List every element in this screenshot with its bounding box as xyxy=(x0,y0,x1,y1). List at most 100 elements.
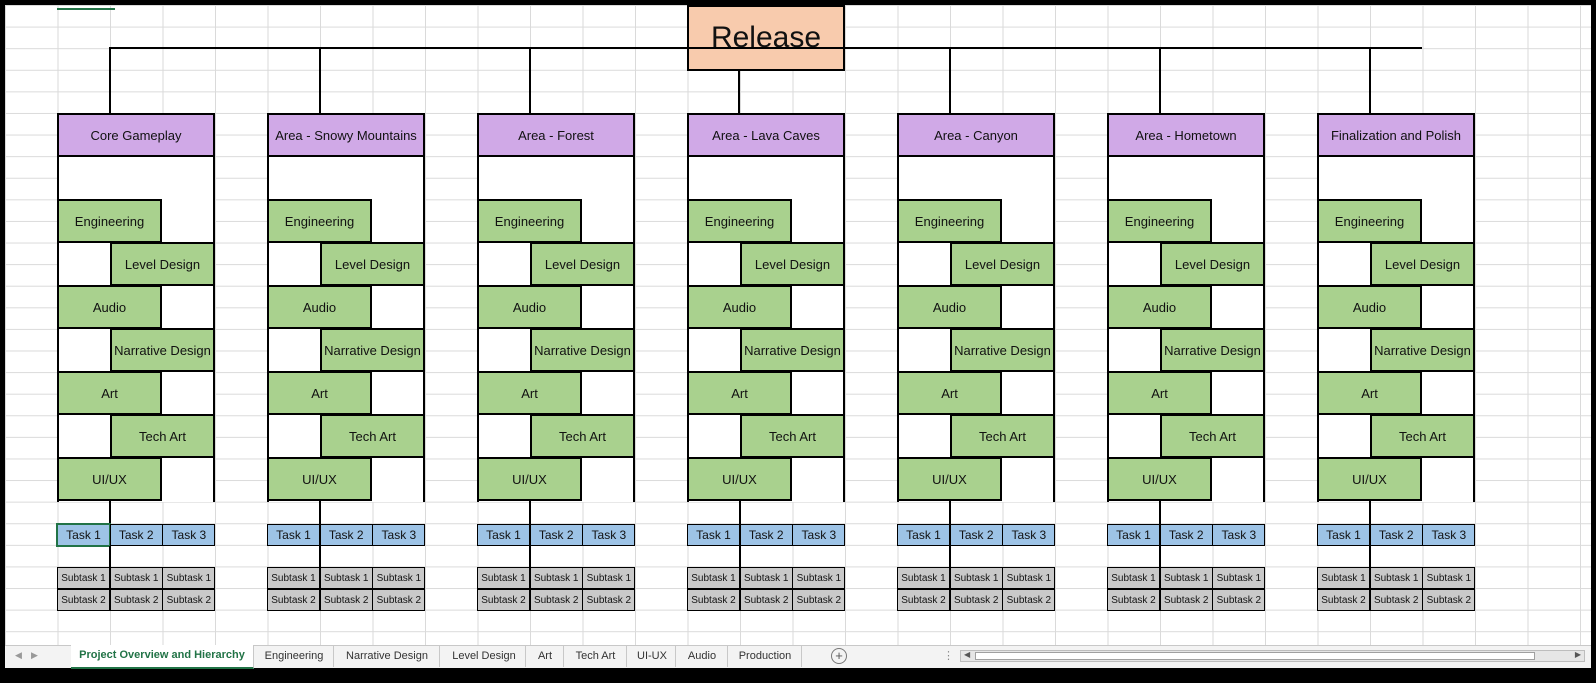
discipline-audio[interactable]: Audio xyxy=(687,285,792,329)
subtask-box[interactable]: Subtask 1 xyxy=(582,567,636,589)
task-box[interactable]: Task 3 xyxy=(792,524,846,546)
sheet-tab-level-design[interactable]: Level Design xyxy=(443,646,526,667)
subtask-box[interactable]: Subtask 1 xyxy=(1317,567,1370,589)
sheet-tab-tech-art[interactable]: Tech Art xyxy=(565,646,627,667)
subtask-box[interactable]: Subtask 1 xyxy=(1422,567,1476,589)
discipline-engineering[interactable]: Engineering xyxy=(477,199,582,243)
sheet-tab-audio[interactable]: Audio xyxy=(677,646,728,667)
discipline-ui-ux[interactable]: UI/UX xyxy=(267,457,372,501)
discipline-engineering[interactable]: Engineering xyxy=(1317,199,1422,243)
discipline-tech-art[interactable]: Tech Art xyxy=(740,414,845,458)
discipline-tech-art[interactable]: Tech Art xyxy=(950,414,1055,458)
discipline-art[interactable]: Art xyxy=(687,371,792,415)
discipline-art[interactable]: Art xyxy=(477,371,582,415)
task-box[interactable]: Task 3 xyxy=(1002,524,1056,546)
subtask-box[interactable]: Subtask 1 xyxy=(529,567,583,589)
discipline-audio[interactable]: Audio xyxy=(477,285,582,329)
discipline-narrative-design[interactable]: Narrative Design xyxy=(1370,328,1475,372)
plus-circle-icon[interactable]: + xyxy=(831,648,847,664)
discipline-ui-ux[interactable]: UI/UX xyxy=(477,457,582,501)
chevron-right-icon[interactable]: ▶ xyxy=(31,650,38,660)
subtask-box[interactable]: Subtask 2 xyxy=(1002,589,1056,611)
subtask-box[interactable]: Subtask 1 xyxy=(477,567,530,589)
subtask-box[interactable]: Subtask 2 xyxy=(1422,589,1476,611)
task-box[interactable]: Task 1 xyxy=(1107,524,1160,546)
discipline-engineering[interactable]: Engineering xyxy=(687,199,792,243)
scroll-left-icon[interactable]: ◀ xyxy=(964,650,971,659)
subtask-box[interactable]: Subtask 2 xyxy=(109,589,163,611)
task-box[interactable]: Task 1 xyxy=(897,524,950,546)
task-box[interactable]: Task 2 xyxy=(739,524,793,546)
task-box[interactable]: Task 3 xyxy=(1422,524,1476,546)
discipline-art[interactable]: Art xyxy=(57,371,162,415)
discipline-narrative-design[interactable]: Narrative Design xyxy=(950,328,1055,372)
task-box[interactable]: Task 1 xyxy=(1317,524,1370,546)
discipline-level-design[interactable]: Level Design xyxy=(110,242,215,286)
task-box[interactable]: Task 3 xyxy=(162,524,216,546)
subtask-box[interactable]: Subtask 1 xyxy=(319,567,373,589)
area-box-area-hometown[interactable]: Area - Hometown xyxy=(1107,113,1265,157)
subtask-box[interactable]: Subtask 2 xyxy=(1212,589,1266,611)
sheet-tab-engineering[interactable]: Engineering xyxy=(255,646,334,667)
subtask-box[interactable]: Subtask 2 xyxy=(582,589,636,611)
subtask-box[interactable]: Subtask 1 xyxy=(949,567,1003,589)
subtask-box[interactable]: Subtask 2 xyxy=(897,589,950,611)
discipline-tech-art[interactable]: Tech Art xyxy=(320,414,425,458)
area-box-area-canyon[interactable]: Area - Canyon xyxy=(897,113,1055,157)
discipline-tech-art[interactable]: Tech Art xyxy=(1370,414,1475,458)
task-box[interactable]: Task 3 xyxy=(1212,524,1266,546)
discipline-level-design[interactable]: Level Design xyxy=(1370,242,1475,286)
discipline-level-design[interactable]: Level Design xyxy=(740,242,845,286)
task-box[interactable]: Task 1 xyxy=(56,523,111,547)
subtask-box[interactable]: Subtask 2 xyxy=(372,589,426,611)
discipline-ui-ux[interactable]: UI/UX xyxy=(1107,457,1212,501)
sheet-tab-project-overview-and-hierarchy[interactable]: Project Overview and Hierarchy xyxy=(71,645,254,669)
discipline-ui-ux[interactable]: UI/UX xyxy=(687,457,792,501)
sheet-tab-narrative-design[interactable]: Narrative Design xyxy=(335,646,440,667)
horizontal-scrollbar[interactable]: ◀ ▶ xyxy=(960,650,1585,662)
task-box[interactable]: Task 3 xyxy=(582,524,636,546)
discipline-level-design[interactable]: Level Design xyxy=(950,242,1055,286)
subtask-box[interactable]: Subtask 2 xyxy=(477,589,530,611)
sheet-tab-production[interactable]: Production xyxy=(729,646,802,667)
subtask-box[interactable]: Subtask 1 xyxy=(1369,567,1423,589)
discipline-art[interactable]: Art xyxy=(897,371,1002,415)
sheet-tab-art[interactable]: Art xyxy=(527,646,564,667)
discipline-level-design[interactable]: Level Design xyxy=(320,242,425,286)
task-box[interactable]: Task 2 xyxy=(109,524,163,546)
subtask-box[interactable]: Subtask 2 xyxy=(1369,589,1423,611)
subtask-box[interactable]: Subtask 2 xyxy=(1159,589,1213,611)
more-options-icon[interactable]: ⋮ xyxy=(943,650,954,662)
discipline-audio[interactable]: Audio xyxy=(1107,285,1212,329)
task-box[interactable]: Task 1 xyxy=(477,524,530,546)
discipline-level-design[interactable]: Level Design xyxy=(1160,242,1265,286)
discipline-ui-ux[interactable]: UI/UX xyxy=(1317,457,1422,501)
subtask-box[interactable]: Subtask 2 xyxy=(792,589,846,611)
subtask-box[interactable]: Subtask 2 xyxy=(319,589,373,611)
discipline-audio[interactable]: Audio xyxy=(897,285,1002,329)
scroll-right-icon[interactable]: ▶ xyxy=(1574,650,1581,659)
subtask-box[interactable]: Subtask 1 xyxy=(109,567,163,589)
discipline-narrative-design[interactable]: Narrative Design xyxy=(530,328,635,372)
discipline-art[interactable]: Art xyxy=(267,371,372,415)
subtask-box[interactable]: Subtask 2 xyxy=(162,589,216,611)
chevron-left-icon[interactable]: ◀ xyxy=(15,650,22,660)
subtask-box[interactable]: Subtask 1 xyxy=(1002,567,1056,589)
subtask-box[interactable]: Subtask 2 xyxy=(57,589,110,611)
subtask-box[interactable]: Subtask 1 xyxy=(162,567,216,589)
discipline-audio[interactable]: Audio xyxy=(57,285,162,329)
subtask-box[interactable]: Subtask 1 xyxy=(739,567,793,589)
task-box[interactable]: Task 2 xyxy=(949,524,1003,546)
area-box-finalization-and-polish[interactable]: Finalization and Polish xyxy=(1317,113,1475,157)
subtask-box[interactable]: Subtask 2 xyxy=(529,589,583,611)
area-box-area-lava-caves[interactable]: Area - Lava Caves xyxy=(687,113,845,157)
subtask-box[interactable]: Subtask 1 xyxy=(1212,567,1266,589)
discipline-audio[interactable]: Audio xyxy=(1317,285,1422,329)
discipline-tech-art[interactable]: Tech Art xyxy=(110,414,215,458)
subtask-box[interactable]: Subtask 1 xyxy=(897,567,950,589)
discipline-engineering[interactable]: Engineering xyxy=(267,199,372,243)
subtask-box[interactable]: Subtask 2 xyxy=(1107,589,1160,611)
area-box-area-forest[interactable]: Area - Forest xyxy=(477,113,635,157)
release-box[interactable]: Release xyxy=(687,5,845,71)
discipline-level-design[interactable]: Level Design xyxy=(530,242,635,286)
